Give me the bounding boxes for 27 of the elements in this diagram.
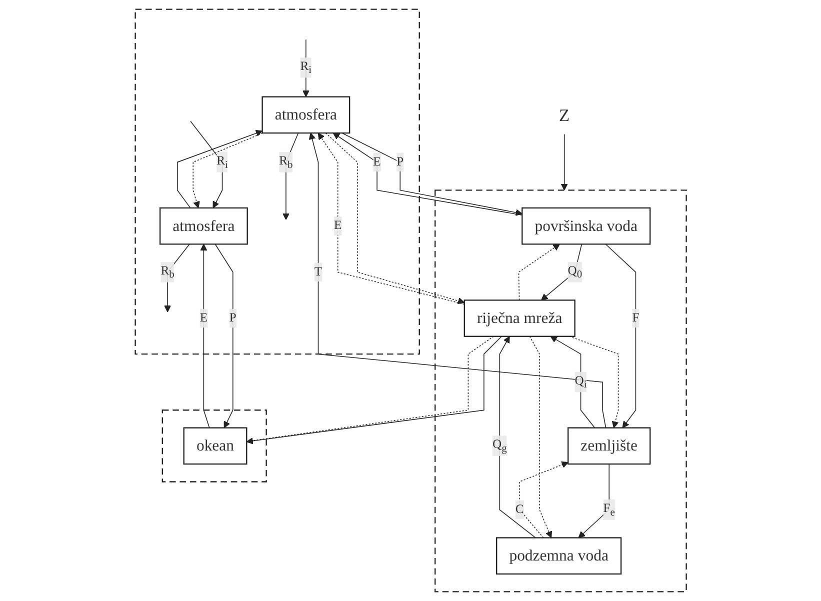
process-box: površinska voda [521,207,650,245]
arrow [282,132,298,220]
arrow [529,336,552,538]
arrow [604,244,636,428]
arrow [560,134,568,191]
arrow [214,244,233,428]
arrow [246,336,502,444]
arrow [540,244,582,300]
arrow [176,130,262,208]
dashed-frame [134,8,420,355]
process-box: atmosfera [261,96,350,134]
text-label: Z [558,105,570,125]
arrow [578,464,610,538]
process-box: atmosfera [159,207,248,245]
arrow [190,120,222,208]
arrow [518,244,560,301]
process-box: okean [182,427,247,465]
process-box: podzemna voda [496,537,622,575]
arrow [200,244,210,428]
arrow [164,244,190,312]
process-box: riječna mreža [464,300,576,337]
arrow [518,461,568,538]
arrow [550,336,595,428]
arrow [308,132,606,428]
arrow [498,336,536,538]
process-box: zemljište [567,427,650,465]
arrow [192,132,263,208]
